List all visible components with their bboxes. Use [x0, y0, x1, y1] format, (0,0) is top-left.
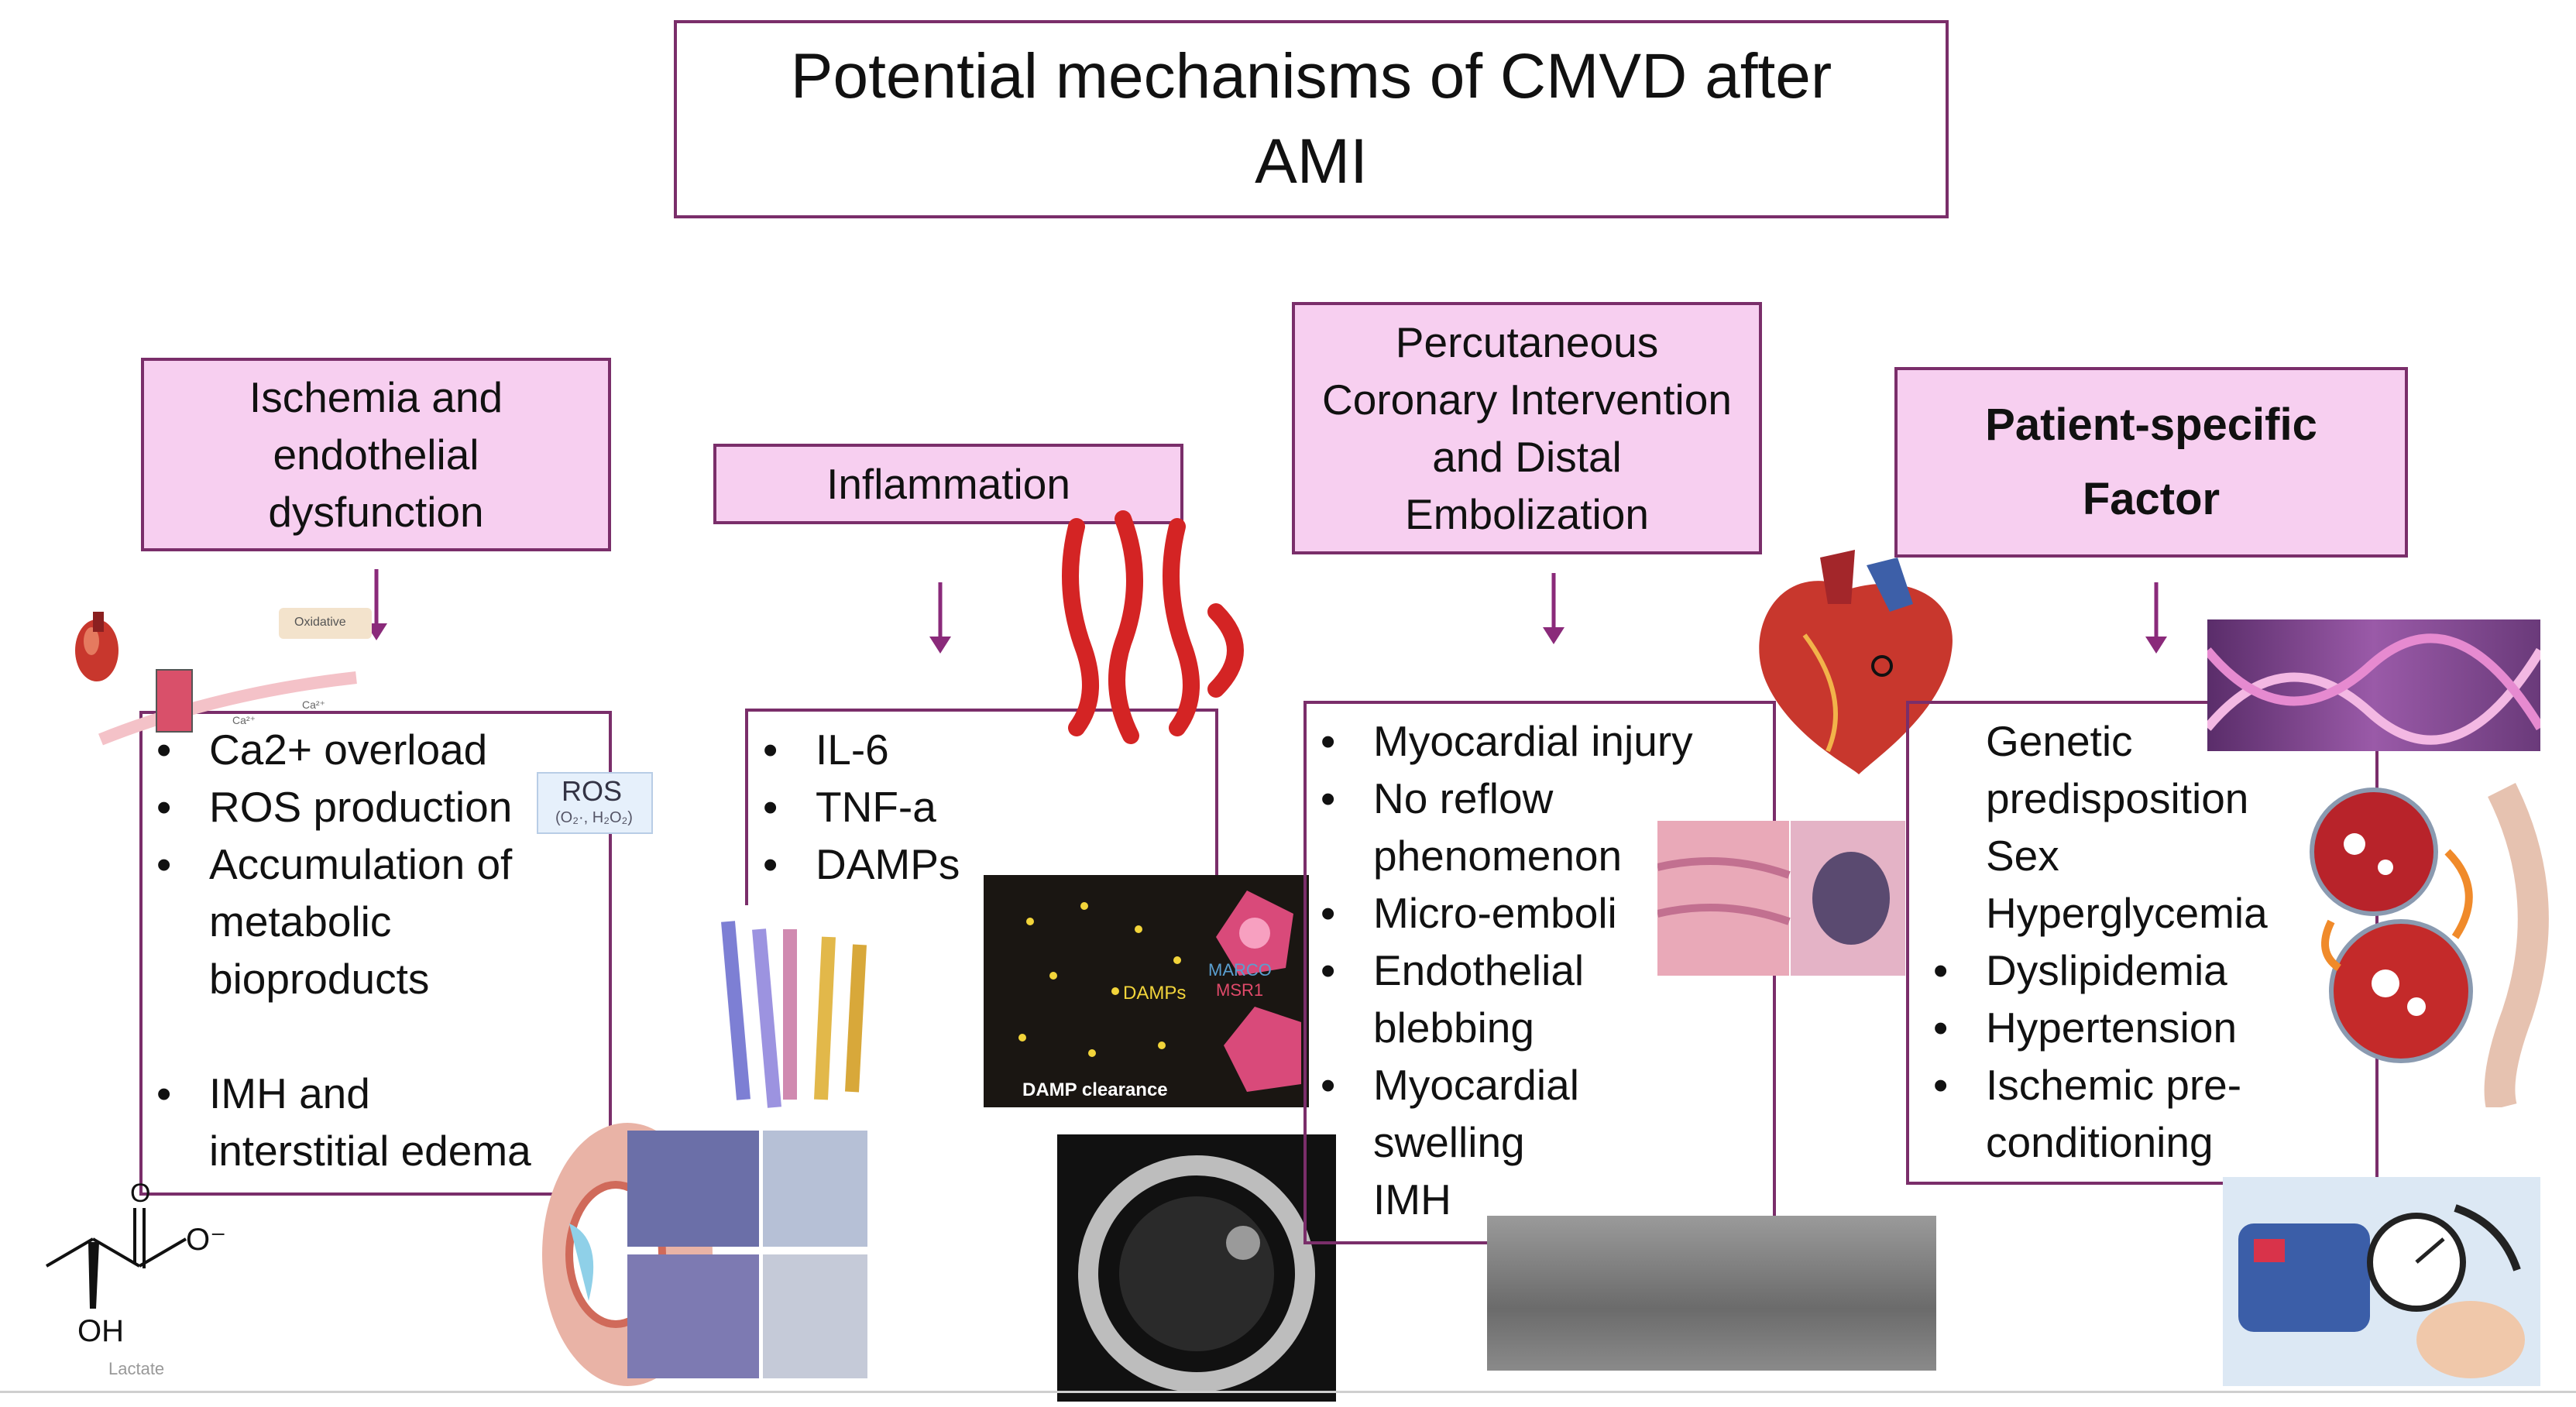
calcium-tube-image: Ca²⁺ Ca²⁺ — [93, 662, 364, 747]
list-item: •ROS production — [156, 783, 513, 831]
list-item: •Myocardial injury — [1321, 717, 1693, 765]
blood-pressure-image — [2223, 1177, 2540, 1386]
header-pci-line: Coronary Intervention — [1322, 376, 1732, 424]
list-item: Hyperglycemia — [1986, 889, 2268, 937]
svg-text:Ca²⁺: Ca²⁺ — [232, 714, 256, 726]
header-patient-specific: Patient-specific Factor — [1894, 367, 2408, 558]
header-pci-line: and Distal — [1432, 433, 1622, 481]
list-item: Genetic — [1986, 717, 2133, 765]
list-item: •DAMPs — [763, 840, 960, 888]
list-item: •Endothelial — [1321, 946, 1585, 994]
list-item: •IL-6 — [763, 726, 889, 774]
lactate-structure-image: O O⁻ OH Lactate — [31, 1177, 232, 1378]
dna-helix-image — [2207, 619, 2540, 751]
protein-helix-image — [1030, 496, 1262, 759]
arrow-inflammation — [929, 582, 951, 654]
list-item: •IMH and — [156, 1069, 370, 1117]
svg-text:Ca²⁺: Ca²⁺ — [302, 698, 325, 711]
header-pci: Percutaneous Coronary Intervention and D… — [1292, 302, 1762, 554]
svg-text:O⁻: O⁻ — [186, 1223, 226, 1257]
list-box-ischemia — [139, 711, 612, 1196]
svg-text:DAMPs: DAMPs — [1123, 983, 1186, 1004]
header-ischemia-line: endothelial — [273, 431, 479, 479]
title-line-2: AMI — [1255, 126, 1368, 197]
list-item: •TNF-a — [763, 783, 936, 831]
header-patient-line: Factor — [2082, 474, 2221, 524]
list-item: Sex — [1986, 832, 2059, 880]
list-item: •Hypertension — [1933, 1004, 2238, 1052]
title-line-1: Potential mechanisms of CMVD after — [790, 41, 1832, 112]
list-item-continuation: phenomenon — [1373, 832, 1623, 880]
list-item-continuation: conditioning — [1986, 1118, 2214, 1166]
list-item: •Micro-emboli — [1321, 889, 1617, 937]
list-item-continuation: swelling — [1373, 1118, 1525, 1166]
beta-sheet-protein-image — [697, 898, 898, 1123]
header-patient-line: Patient-specific — [1985, 400, 2317, 450]
header-ischemia-line: Ischemia and — [249, 373, 503, 421]
list-item-continuation: IMH — [1373, 1175, 1451, 1223]
vessel-plaque-image — [2308, 782, 2564, 1107]
svg-text:Lactate: Lactate — [108, 1359, 164, 1378]
list-inflammation: •IL-6 •TNF-a •DAMPs — [755, 721, 960, 893]
title-box: Potential mechanisms of CMVD after AMI — [674, 20, 1949, 218]
list-item-continuation: predisposition — [1986, 774, 2249, 822]
list-item: •No reflow — [1321, 774, 1554, 822]
svg-text:MARCO: MARCO — [1208, 960, 1272, 980]
tissue-histology-image — [1657, 821, 1905, 976]
arrow-patient-specific — [2145, 582, 2167, 654]
list-item: •Myocardial — [1321, 1061, 1579, 1109]
header-ischemia-line: dysfunction — [268, 488, 484, 536]
heart-anatomy-image — [1735, 542, 1967, 774]
angiogram-texture-image — [1487, 1216, 1936, 1371]
header-inflammation-line: Inflammation — [826, 460, 1070, 508]
ros-image: ROS (O₂·, H₂O₂) — [537, 772, 653, 834]
list-ischemia: •Ca2+ overload •ROS production •Accumula… — [149, 721, 531, 1179]
list-item-continuation: blebbing — [1373, 1004, 1534, 1052]
svg-text:O: O — [130, 1179, 150, 1208]
list-pci: •Myocardial injury •No reflow phenomenon… — [1313, 712, 1693, 1228]
list-box-inflammation — [745, 709, 1218, 905]
svg-text:MSR1: MSR1 — [1216, 980, 1263, 1000]
arrow-pci — [1543, 573, 1564, 644]
list-item: •Accumulation of — [156, 840, 513, 888]
bottom-divider — [0, 1391, 2576, 1393]
header-pci-line: Percutaneous — [1395, 318, 1659, 366]
header-inflammation: Inflammation — [713, 444, 1183, 524]
svg-text:OH: OH — [77, 1314, 124, 1348]
header-pci-line: Embolization — [1405, 490, 1649, 538]
list-item-continuation: metabolic — [209, 897, 392, 945]
list-item-spacer — [149, 1007, 531, 1065]
list-item: •Ca2+ overload — [156, 726, 488, 774]
heart-small-image — [70, 604, 124, 689]
svg-text:DAMP clearance: DAMP clearance — [1022, 1079, 1168, 1100]
oxidative-stress-label-image: Oxidative — [279, 608, 372, 639]
list-patient-specific: Genetic predisposition Sex Hyperglycemia… — [1925, 712, 2268, 1171]
header-ischemia: Ischemia and endothelial dysfunction — [141, 358, 611, 551]
list-item-continuation: bioproducts — [209, 955, 430, 1003]
damp-clearance-image: DAMPs MARCO MSR1 DAMP clearance — [984, 875, 1309, 1107]
cardiac-mri-image — [1057, 1134, 1336, 1402]
list-item: •Dyslipidemia — [1933, 946, 2227, 994]
vessel-histology-image — [542, 1123, 867, 1386]
list-item: •Ischemic pre- — [1933, 1061, 2242, 1109]
list-item-continuation: interstitial edema — [209, 1127, 531, 1175]
